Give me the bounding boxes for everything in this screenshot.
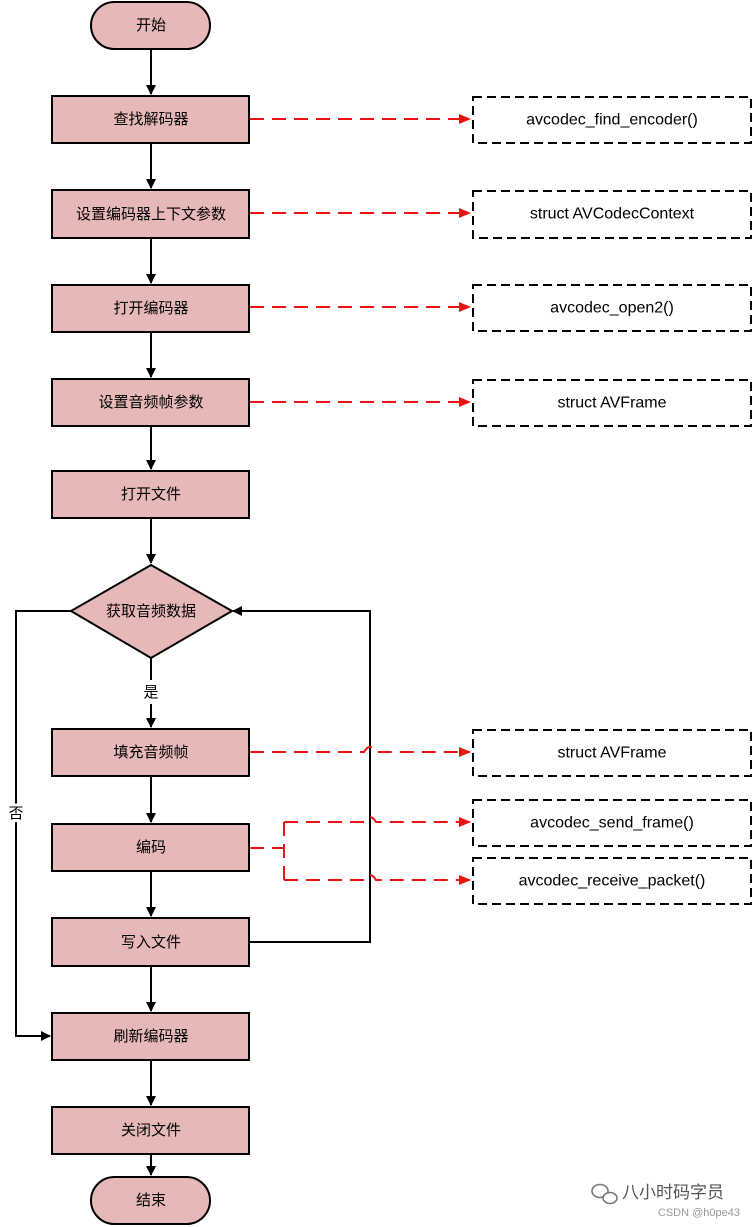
wechat-icon	[591, 1183, 618, 1205]
api-label-codec-context: struct AVCodecContext	[530, 206, 695, 223]
api-box-send-frame	[472, 799, 752, 847]
end-terminal	[90, 1176, 211, 1225]
find-encoder-label: 查找解码器	[113, 110, 188, 128]
api-label-find-encoder: avcodec_find_encoder()	[526, 112, 698, 129]
api-label-receive-packet: avcodec_receive_packet()	[519, 873, 706, 890]
open-encoder-box	[51, 284, 250, 333]
arrow-loop-back	[232, 606, 371, 943]
open-file-box	[51, 470, 250, 519]
close-file-box	[51, 1106, 250, 1155]
no-label: 否	[8, 804, 23, 822]
get-audio-decision	[69, 563, 235, 660]
yes-label: 是	[143, 683, 158, 701]
set-context-box	[51, 189, 250, 239]
start-terminal	[90, 1, 211, 50]
link-avframe-2	[250, 746, 471, 757]
link-receive-packet	[284, 874, 471, 885]
encode-label: 编码	[136, 838, 166, 856]
write-file-label: 写入文件	[121, 933, 181, 951]
api-link-arrows	[250, 114, 471, 885]
open-encoder-label: 打开编码器	[113, 299, 188, 317]
flow-nodes	[51, 1, 250, 1225]
main-flow-arrows	[15, 49, 371, 1176]
api-label-send-frame: avcodec_send_frame()	[530, 815, 694, 832]
api-box-open2	[472, 284, 752, 332]
encode-box	[51, 823, 250, 872]
set-context-label: 设置编码器上下文参数	[76, 205, 226, 223]
set-frame-box	[51, 378, 250, 427]
api-label-avframe-2: struct AVFrame	[557, 745, 666, 762]
flush-encoder-box	[51, 1012, 250, 1061]
watermark-source: CSDN @h0pe43	[658, 1207, 740, 1219]
api-label-avframe-1: struct AVFrame	[557, 395, 666, 412]
write-file-box	[51, 917, 250, 967]
flush-encoder-label: 刷新编码器	[113, 1027, 188, 1045]
fill-frame-label: 填充音频帧	[113, 743, 188, 761]
api-box-avframe-1	[472, 379, 752, 427]
close-file-label: 关闭文件	[121, 1121, 181, 1139]
watermark-brand: 八小时码字员	[622, 1183, 724, 1203]
find-encoder-box	[51, 95, 250, 144]
start-label: 开始	[136, 16, 166, 34]
api-boxes	[472, 96, 752, 905]
link-send-frame	[284, 816, 471, 827]
fill-frame-box	[51, 728, 250, 777]
set-frame-label: 设置音频帧参数	[98, 393, 203, 411]
end-label: 结束	[136, 1191, 166, 1209]
get-audio-label: 获取音频数据	[106, 602, 196, 620]
arrow-no-branch	[15, 610, 72, 1041]
api-box-find-encoder	[472, 96, 752, 144]
open-file-label: 打开文件	[121, 485, 181, 503]
api-box-avframe-2	[472, 729, 752, 777]
api-label-open2: avcodec_open2()	[550, 300, 674, 317]
watermark: 八小时码字员 CSDN @h0pe43	[591, 1183, 740, 1219]
api-box-receive-packet	[472, 857, 752, 905]
api-box-codec-context	[472, 190, 752, 239]
